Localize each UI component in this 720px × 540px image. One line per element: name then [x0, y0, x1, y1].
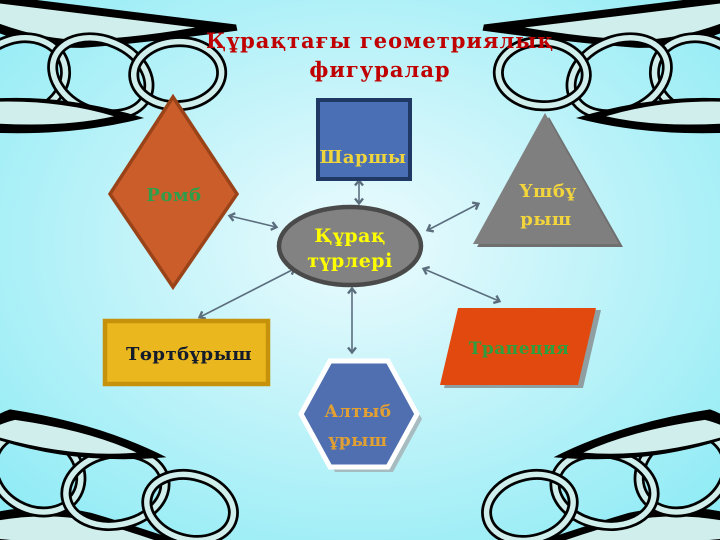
arrow-center-to-trapezoid [421, 265, 502, 305]
slide-title-line1: Құрақтағы геометриялық [206, 28, 554, 53]
square-label: Шаршы [320, 147, 407, 168]
hexagon-shape [298, 358, 420, 470]
square-shape [316, 98, 412, 181]
triangle-shape [473, 113, 619, 244]
connector-arrows [197, 178, 502, 355]
slide-title: Құрақтағы геометриялық фигуралар [206, 28, 554, 82]
node-center: Құрақ түрлері [276, 204, 424, 288]
rhombus-label: Ромб [146, 185, 201, 206]
node-trapezoid: Трапеция [440, 308, 601, 388]
node-rectangle: Төртбұрыш [102, 318, 271, 387]
center-label-line2: түрлері [307, 250, 393, 272]
triangle-label-line1: Үшбұ [519, 181, 577, 202]
center-ellipse-shape [276, 204, 424, 288]
arrow-center-to-rectangle [197, 266, 297, 320]
node-square: Шаршы [316, 98, 412, 181]
hexagon-label-line1: Алтыб [324, 402, 391, 422]
rectangle-shape [102, 318, 271, 387]
node-hexagon: Алтыб ұрыш [298, 358, 422, 472]
node-triangle: Үшбұ рыш [473, 113, 623, 247]
arrow-center-to-triangle [425, 201, 481, 233]
slide-title-line2: фигуралар [309, 57, 450, 82]
hexagon-label-line2: ұрыш [327, 431, 387, 451]
triangle-label-line2: рыш [520, 209, 571, 230]
node-rhombus: Ромб [107, 93, 240, 291]
trapezoid-label: Трапеция [469, 339, 570, 359]
center-label-line1: Құрақ [314, 225, 385, 247]
rectangle-label: Төртбұрыш [126, 344, 252, 365]
rhombus-shape [107, 93, 240, 291]
arrow-center-to-rhombus [227, 212, 279, 231]
trapezoid-shape [440, 308, 596, 385]
